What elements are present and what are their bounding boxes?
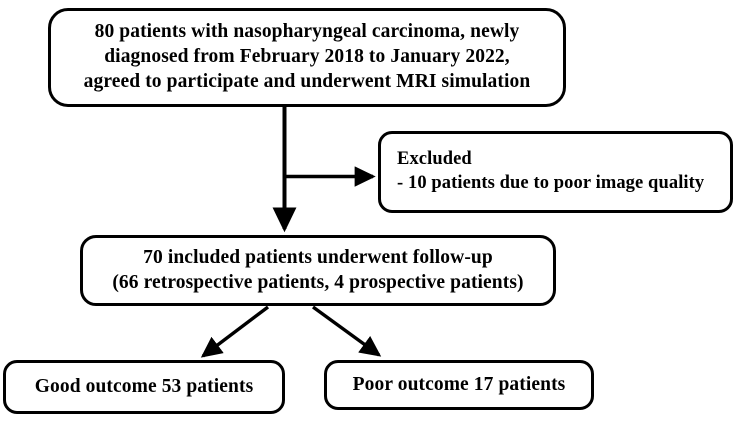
enrollment-line-2: diagnosed from February 2018 to January … (104, 46, 510, 68)
enrollment-line-1: 80 patients with nasopharyngeal carcinom… (94, 21, 520, 43)
excluded-heading: Excluded (397, 149, 472, 170)
included-line-1: 70 included patients underwent follow-up (143, 246, 493, 268)
included-to-good-outcome-arrow (200, 305, 270, 358)
excluded-box: Excluded - 10 patients due to poor image… (378, 131, 733, 213)
enrollment-box: 80 patients with nasopharyngeal carcinom… (48, 8, 566, 107)
poor-outcome-box: Poor outcome 17 patients (324, 360, 594, 410)
good-outcome-box: Good outcome 53 patients (3, 360, 285, 414)
included-line-2: (66 retrospective patients, 4 prospectiv… (112, 271, 524, 293)
poor-outcome-label: Poor outcome 17 patients (352, 373, 566, 395)
enrollment-line-3: agreed to participate and underwent MRI … (83, 70, 531, 92)
good-outcome-label: Good outcome 53 patients (34, 375, 254, 397)
excluded-reason-line: - 10 patients due to poor image quality (397, 173, 705, 193)
included-box: 70 included patients underwent follow-up… (80, 235, 556, 306)
included-to-poor-outcome-arrow (312, 305, 382, 357)
